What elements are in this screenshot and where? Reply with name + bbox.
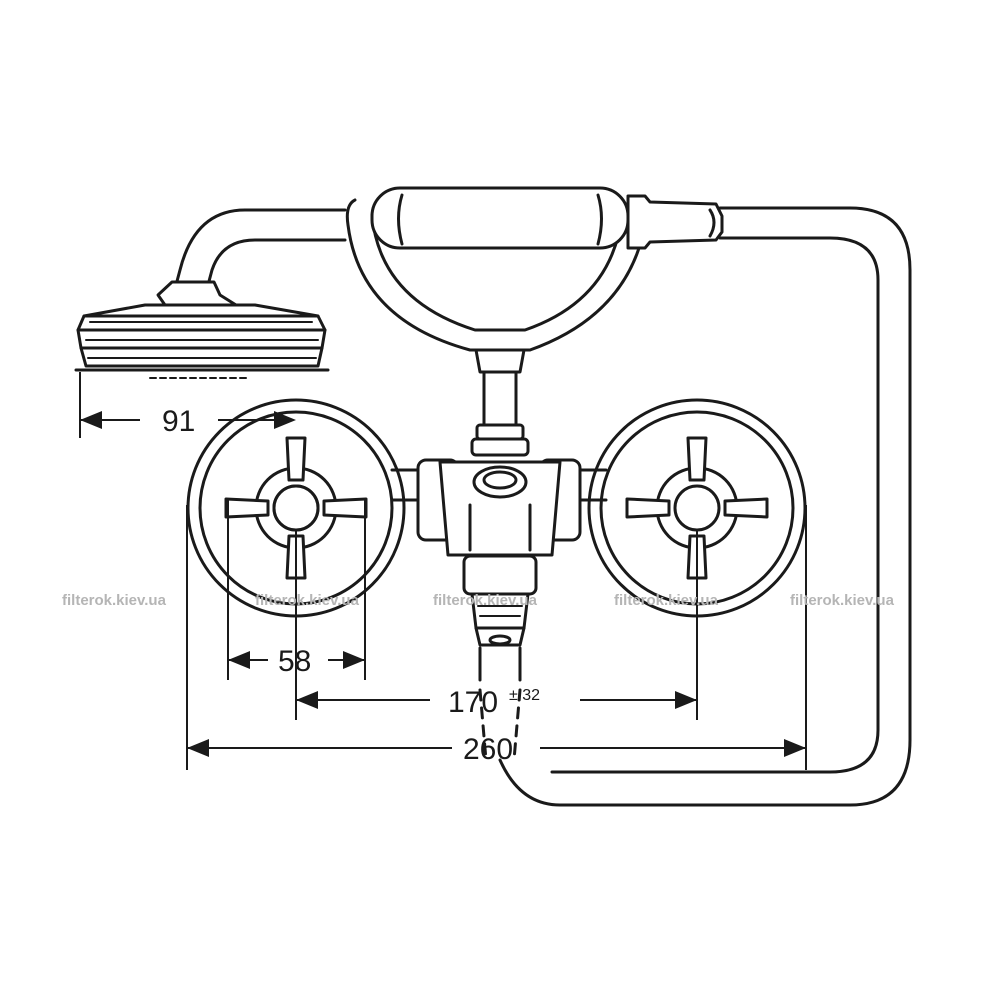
right-valve [587, 398, 807, 618]
dimension-260-label: 260 [463, 733, 513, 766]
watermark-text: filterok.kiev.ua [614, 592, 719, 609]
dimension-170-label: 170 [448, 686, 498, 719]
dimension-lines [79, 372, 807, 770]
shower-head [74, 280, 330, 379]
dimension-91-label: 91 [162, 405, 195, 438]
handset-cradle [345, 186, 724, 352]
shower-hose [174, 206, 912, 807]
watermark-text: filterok.kiev.ua [433, 592, 538, 609]
watermark-text: filterok.kiev.ua [790, 592, 895, 609]
watermark-text: filterok.kiev.ua [255, 592, 360, 609]
riser-stem [470, 348, 530, 457]
mixer-body [390, 458, 608, 557]
watermark-text: filterok.kiev.ua [62, 592, 167, 609]
spout [462, 554, 538, 762]
dimension-170-tolerance: ± 32 [509, 687, 540, 704]
dimension-58-label: 58 [278, 645, 311, 678]
